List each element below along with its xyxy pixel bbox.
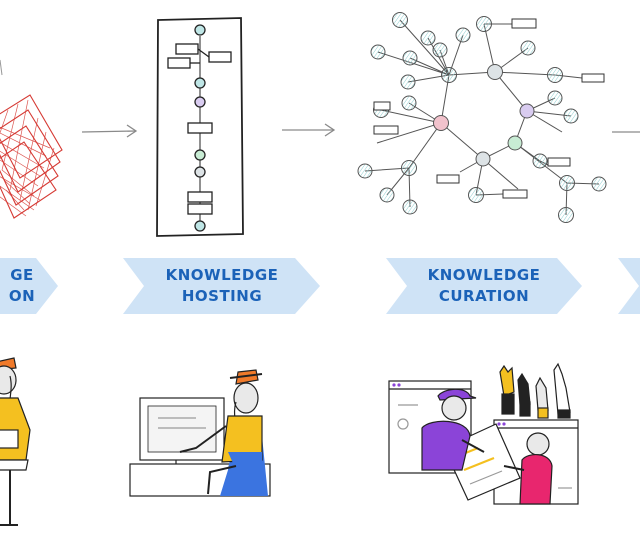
stage-label-hosting: KNOWLEDGE HOSTING [165, 266, 279, 305]
person-at-computer-illustration [129, 369, 271, 497]
banner-collection [0, 258, 58, 314]
banner-hosting [123, 258, 320, 314]
right-arrow-icon [81, 124, 138, 138]
person-collecting-illustration [0, 357, 31, 526]
stage-banners [0, 258, 640, 314]
right-arrow-icon [282, 123, 336, 137]
people-collaborating-illustration [388, 362, 579, 505]
layers-sketch-icon [0, 59, 63, 219]
stage-label-curation: KNOWLEDGE CURATION [427, 266, 541, 305]
stage-label-collection: GE ON [8, 266, 36, 305]
network-graph-icon [357, 12, 607, 223]
banner-next [618, 258, 640, 314]
flowchart-sketch-icon [156, 17, 244, 237]
banner-curation [386, 258, 582, 314]
